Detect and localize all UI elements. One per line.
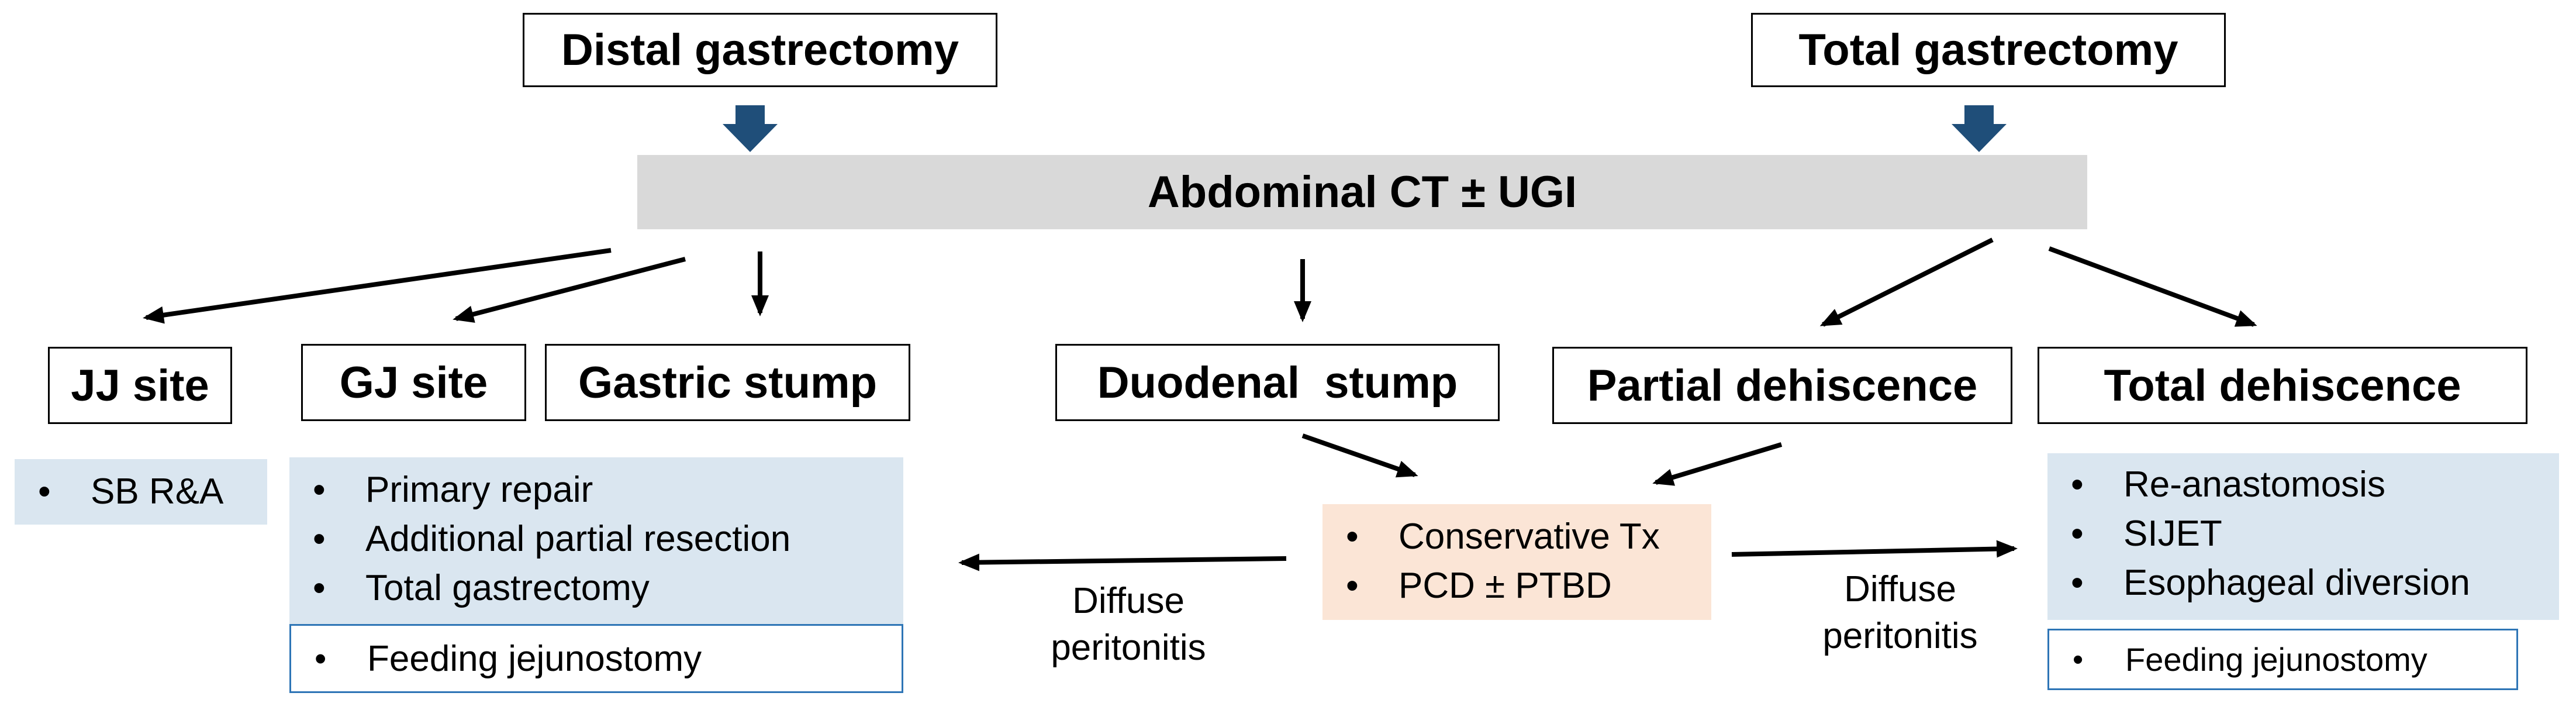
conservative-box: • Conservative Tx • PCD ± PTBD bbox=[1322, 504, 1711, 620]
list-item: • Esophageal diversion bbox=[2071, 563, 2470, 603]
abdominal-ct-label: Abdominal CT ± UGI bbox=[1147, 167, 1577, 217]
list-item: • Total gastrectomy bbox=[313, 568, 650, 608]
gj-site-box: GJ site bbox=[301, 344, 526, 421]
duodenal-stump-label: Duodenal stump bbox=[1097, 357, 1458, 408]
arrow-partial-to-conservative bbox=[1652, 442, 1783, 486]
duodenal-stump-box: Duodenal stump bbox=[1055, 344, 1500, 421]
arrow-to-partial bbox=[1819, 237, 1994, 327]
distal-gastrectomy-label: Distal gastrectomy bbox=[561, 25, 959, 75]
gj-feeding-jejunostomy-box: • Feeding jejunostomy bbox=[289, 624, 903, 693]
list-item: • PCD ± PTBD bbox=[1346, 566, 1612, 606]
total-treatment-list: • Re-anastomosis • SIJET • Esophageal di… bbox=[2047, 460, 2559, 608]
total-gastrectomy-label: Total gastrectomy bbox=[1798, 25, 2178, 75]
total-gastrectomy-box: Total gastrectomy bbox=[1751, 13, 2226, 87]
gastric-stump-box: Gastric stump bbox=[545, 344, 910, 421]
abdominal-ct-bar: Abdominal CT ± UGI bbox=[637, 155, 2087, 229]
gj-treatment-box: • Primary repair • Additional partial re… bbox=[289, 457, 903, 624]
gj-treatment-list: • Primary repair • Additional partial re… bbox=[289, 466, 903, 613]
total-treatment-box: • Re-anastomosis • SIJET • Esophageal di… bbox=[2047, 453, 2559, 620]
jj-site-box: JJ site bbox=[48, 347, 232, 424]
arrow-peritonitis-left bbox=[958, 553, 1287, 571]
partial-dehiscence-box: Partial dehiscence bbox=[1552, 347, 2012, 424]
list-item: • Conservative Tx bbox=[1346, 516, 1660, 557]
list-item: • SIJET bbox=[2071, 513, 2222, 554]
partial-dehiscence-label: Partial dehiscence bbox=[1587, 360, 1978, 411]
distal-gastrectomy-box: Distal gastrectomy bbox=[523, 13, 997, 87]
conservative-list: • Conservative Tx • PCD ± PTBD bbox=[1322, 512, 1711, 611]
total-feeding-jejunostomy-box: • Feeding jejunostomy bbox=[2047, 629, 2518, 690]
jj-treatment-box: • SB R&A bbox=[15, 459, 267, 525]
down-arrow-distal bbox=[723, 105, 778, 152]
peritonitis-label-right: Diffuse peritonitis bbox=[1822, 569, 1978, 656]
feeding-jejunostomy-label: Feeding jejunostomy bbox=[2125, 641, 2427, 678]
peritonitis-label-left: Diffuse peritonitis bbox=[1051, 581, 1206, 668]
arrow-to-gj bbox=[453, 257, 686, 323]
jj-site-label: JJ site bbox=[71, 360, 209, 411]
list-item: • Primary repair bbox=[313, 470, 593, 510]
down-arrow-total bbox=[1952, 105, 2007, 152]
feeding-jejunostomy-label: Feeding jejunostomy bbox=[367, 638, 702, 679]
arrow-to-jj bbox=[143, 248, 612, 324]
arrow-duodenal-to-conservative bbox=[1301, 433, 1418, 478]
total-dehiscence-box: Total dehiscence bbox=[2038, 347, 2527, 424]
list-item: • Re-anastomosis bbox=[2071, 464, 2385, 505]
list-item: • Additional partial resection bbox=[313, 519, 791, 559]
list-item: • SB R&A bbox=[38, 471, 224, 512]
arrow-to-total bbox=[2048, 246, 2257, 327]
gj-site-label: GJ site bbox=[339, 357, 488, 408]
arrow-peritonitis-right bbox=[1731, 540, 2018, 558]
gastric-stump-label: Gastric stump bbox=[578, 357, 878, 408]
jj-treatment-list: • SB R&A bbox=[15, 467, 267, 516]
total-dehiscence-label: Total dehiscence bbox=[2104, 360, 2461, 411]
